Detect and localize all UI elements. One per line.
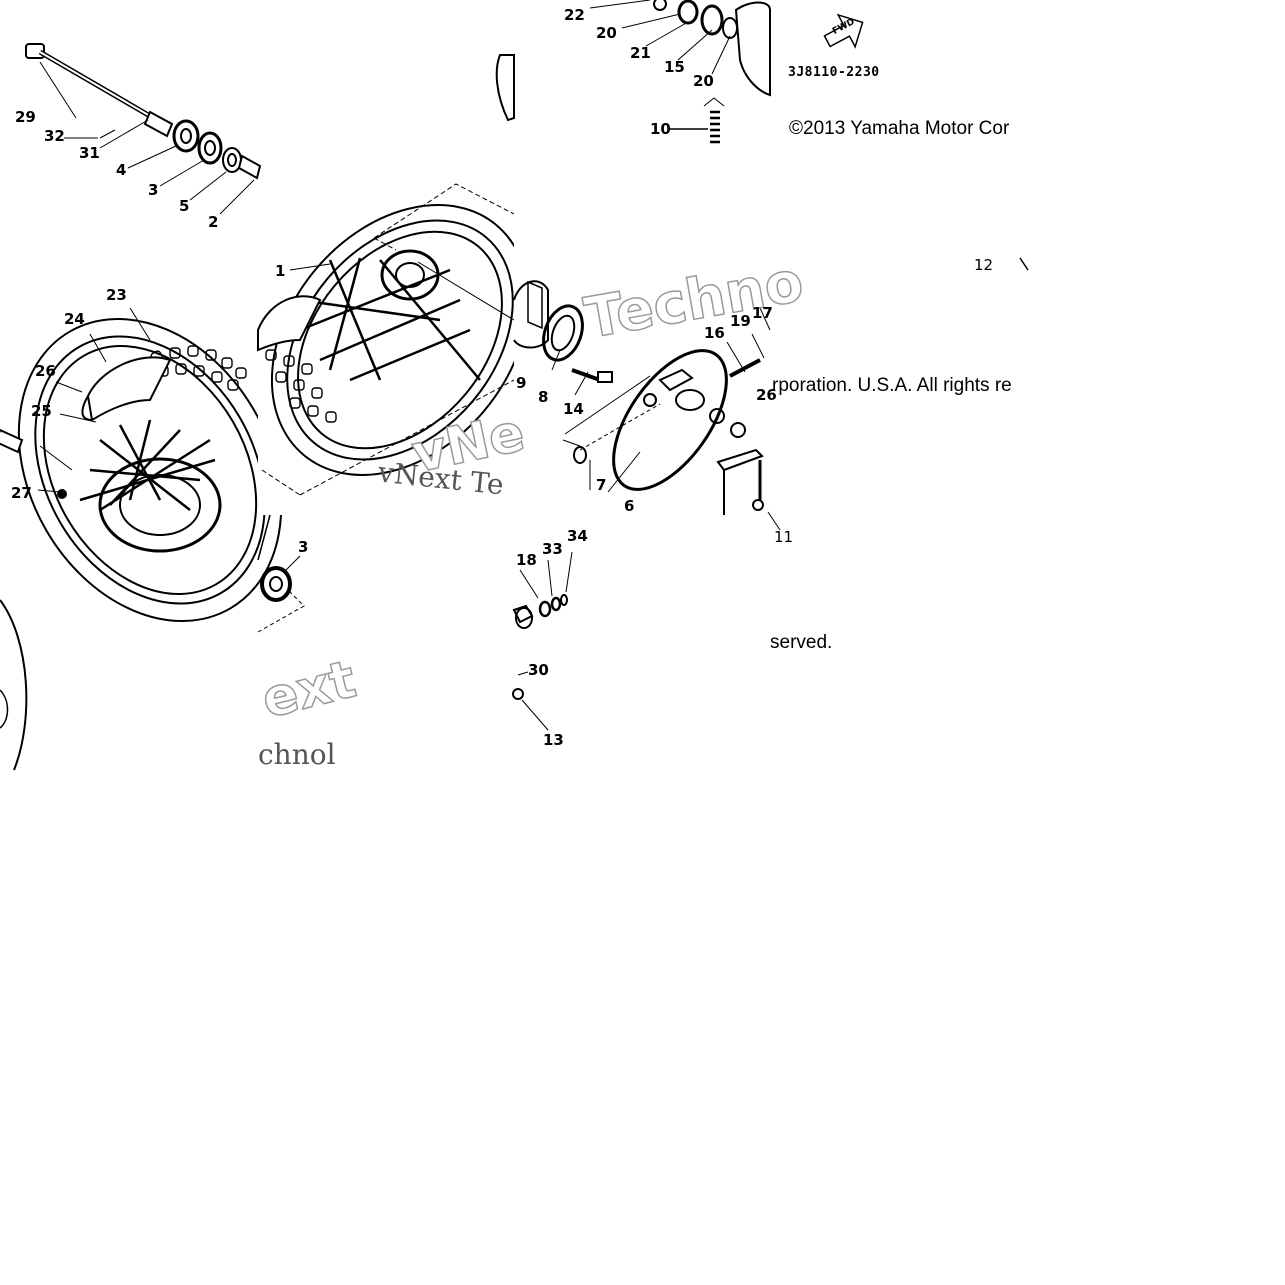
fwd-arrow-icon — [823, 13, 864, 49]
part-callout: 8 — [538, 388, 549, 406]
part-callout: 10 — [650, 120, 671, 138]
axle-assembly — [25, 43, 262, 215]
brake-shoe-tile — [495, 0, 771, 515]
part-callout: 34 — [567, 527, 588, 545]
part-callout: 6 — [624, 497, 635, 515]
part-callout: 16 — [704, 324, 725, 342]
part-callout: 24 — [64, 310, 85, 328]
part-callout: 19 — [730, 312, 751, 330]
part-callout: 2 — [208, 213, 219, 231]
part-callout: 29 — [15, 108, 36, 126]
watermark-text: chnol — [258, 738, 336, 771]
part-callout: 20 — [693, 72, 714, 90]
part-callout: 31 — [79, 144, 100, 162]
copyright-text-segment-3: served. — [770, 632, 833, 653]
wheel-edge-tile — [0, 599, 28, 771]
rear-wheel-tile — [257, 183, 530, 515]
part-callout: 33 — [542, 540, 563, 558]
fastener-tile — [512, 257, 1029, 731]
part-callout: 7 — [596, 476, 607, 494]
part-callout: 3 — [148, 181, 159, 199]
part-callout: 25 — [31, 402, 52, 420]
part-callout: 11 — [774, 528, 794, 546]
part-callout: 12 — [974, 256, 994, 274]
part-callout: 14 — [563, 400, 584, 418]
bearing-tile — [257, 514, 305, 633]
part-callout: 18 — [516, 551, 537, 569]
part-callout: 22 — [564, 6, 585, 24]
copyright-text-segment-2: rporation. U.S.A. All rights re — [772, 375, 1012, 396]
part-callout: 4 — [116, 161, 127, 179]
part-callout: 32 — [44, 127, 65, 145]
front-wheel-tile — [0, 307, 283, 622]
part-callout: 26 — [35, 362, 56, 380]
part-code-label: 3J8110-2230 — [788, 65, 880, 80]
part-callout: 9 — [516, 374, 527, 392]
part-callout: 1 — [275, 262, 286, 280]
part-callout: 21 — [630, 44, 651, 62]
part-callout: 3 — [298, 538, 309, 556]
part-callout: 15 — [664, 58, 685, 76]
part-callout: 20 — [596, 24, 617, 42]
part-callout: 27 — [11, 484, 32, 502]
part-callout: 13 — [543, 731, 564, 749]
part-callout: 26 — [756, 386, 777, 404]
copyright-text-segment-1: ©2013 Yamaha Motor Cor — [789, 118, 1010, 139]
part-callout: 23 — [106, 286, 127, 304]
part-callout: 30 — [528, 661, 549, 679]
part-callout: 5 — [179, 197, 190, 215]
part-callout: 17 — [752, 304, 773, 322]
